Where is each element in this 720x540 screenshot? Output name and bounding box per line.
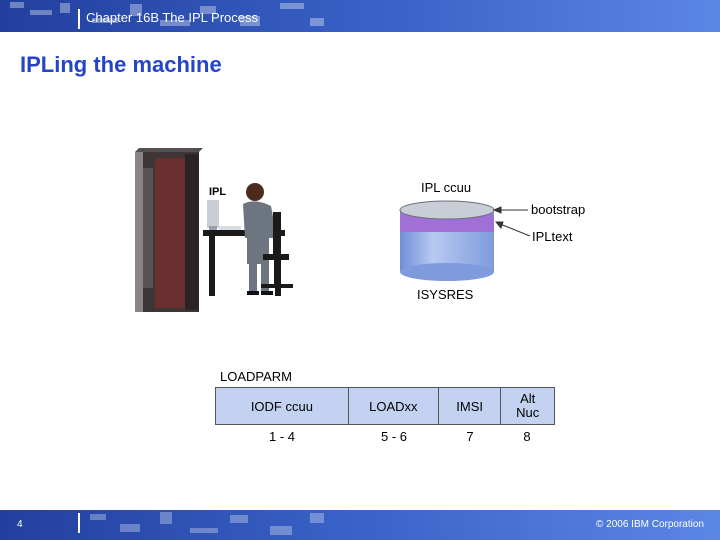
copyright-notice: © 2006 IBM Corporation bbox=[596, 519, 704, 530]
footer-pattern bbox=[90, 512, 324, 535]
ipl-label: IPL bbox=[209, 186, 227, 198]
loadparm-table: IODF ccuu LOADxx IMSI Alt Nuc bbox=[215, 387, 555, 425]
chapter-title: Chapter 16B The IPL Process bbox=[86, 10, 258, 25]
slide-title: IPLing the machine bbox=[20, 52, 222, 77]
isysres-cylinder-diagram bbox=[399, 200, 531, 281]
loadparm-position-iodf: 1 - 4 bbox=[268, 429, 295, 444]
bootstrap-label: bootstrap bbox=[531, 202, 586, 217]
page-number: 4 bbox=[17, 519, 23, 530]
loadparm-position-imsi: 7 bbox=[466, 429, 474, 444]
loadparm-title: LOADPARM bbox=[220, 369, 292, 384]
header-bar: Chapter 16B The IPL Process bbox=[0, 0, 720, 32]
mainframe-operator-illustration bbox=[135, 148, 293, 312]
ipltext-arrow-icon bbox=[494, 221, 531, 237]
bootstrap-arrow-icon bbox=[492, 206, 528, 214]
loadparm-position-alt-nuc: 8 bbox=[523, 429, 531, 444]
ipl-ccuu-label: IPL ccuu bbox=[421, 180, 472, 195]
mainframe-cabinet-icon bbox=[135, 148, 203, 312]
header-divider bbox=[78, 9, 80, 29]
loadparm-position-loadxx: 5 - 6 bbox=[380, 429, 407, 444]
loadparm-field-iodf-ccuu: IODF ccuu bbox=[216, 388, 349, 424]
loadparm-field-loadxx: LOADxx bbox=[349, 388, 439, 424]
header-pattern bbox=[10, 2, 324, 26]
loadparm-field-alt-nuc: Alt Nuc bbox=[516, 391, 540, 420]
ipltext-label: IPLtext bbox=[532, 229, 573, 244]
loadparm-field-imsi: IMSI bbox=[439, 388, 502, 424]
chair-icon bbox=[261, 212, 293, 288]
monitor-icon bbox=[207, 200, 241, 230]
footer-divider bbox=[78, 513, 80, 533]
isysres-label: ISYSRES bbox=[417, 287, 474, 302]
disk-volume-icon bbox=[399, 200, 495, 281]
operator-figure bbox=[243, 183, 277, 295]
footer-bar: 4 © 2006 IBM Corporation bbox=[0, 510, 720, 540]
